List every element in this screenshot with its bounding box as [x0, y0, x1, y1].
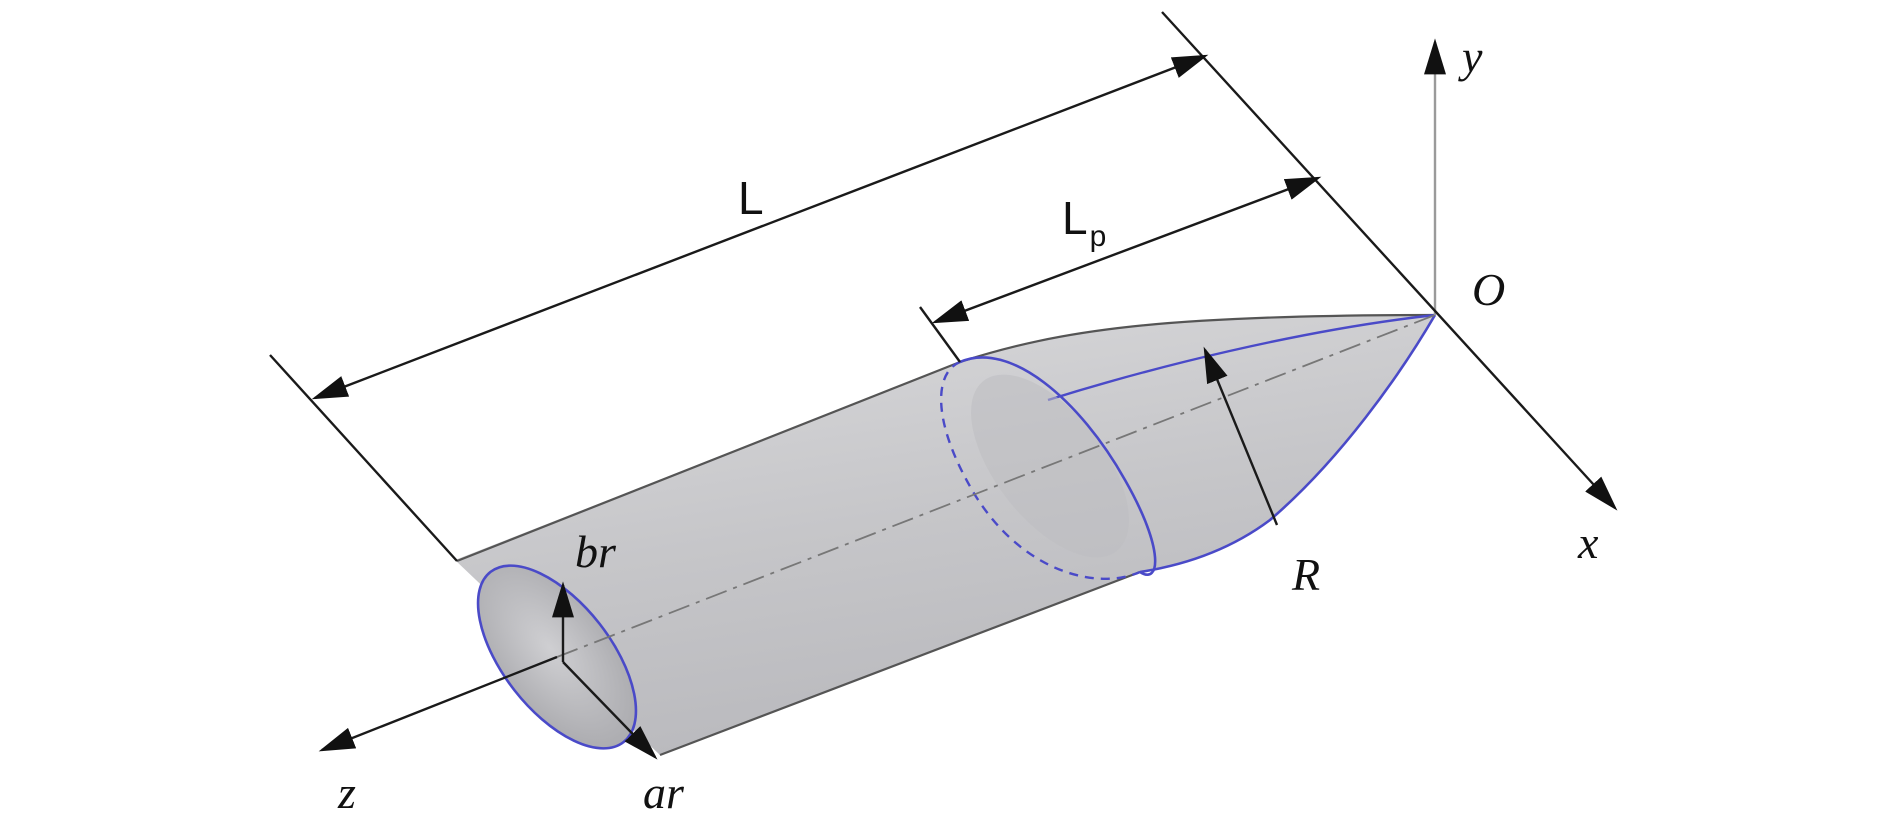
label-L: L: [738, 172, 764, 224]
label-O: O: [1472, 264, 1505, 315]
label-x: x: [1577, 517, 1599, 568]
ar-arrow: [562, 661, 658, 760]
dimension-L: [311, 54, 1209, 400]
label-ar: ar: [643, 767, 685, 818]
extension-line-junction: [919, 306, 961, 363]
projectile-body: [455, 315, 1435, 755]
axis-centerline: [556, 314, 1436, 658]
dimension-Lp: [931, 176, 1322, 324]
radius-R-pointer: [1203, 346, 1279, 526]
label-Lp-sub: p: [1090, 220, 1107, 253]
junction-ellipse-shade: [971, 374, 1129, 558]
x-axis: [1161, 11, 1618, 511]
label-Lp: Lp: [1062, 192, 1106, 253]
label-R: R: [1291, 549, 1320, 600]
z-axis: [318, 655, 558, 752]
junction-ellipse-back: [939, 360, 1141, 580]
label-br: br: [575, 526, 617, 577]
label-z: z: [337, 767, 356, 818]
ogive-lower-edge: [1139, 314, 1437, 574]
lower-edge: [659, 570, 1141, 757]
label-Lp-main: L: [1062, 192, 1088, 244]
label-y: y: [1458, 31, 1483, 82]
extension-line-base: [269, 354, 458, 562]
